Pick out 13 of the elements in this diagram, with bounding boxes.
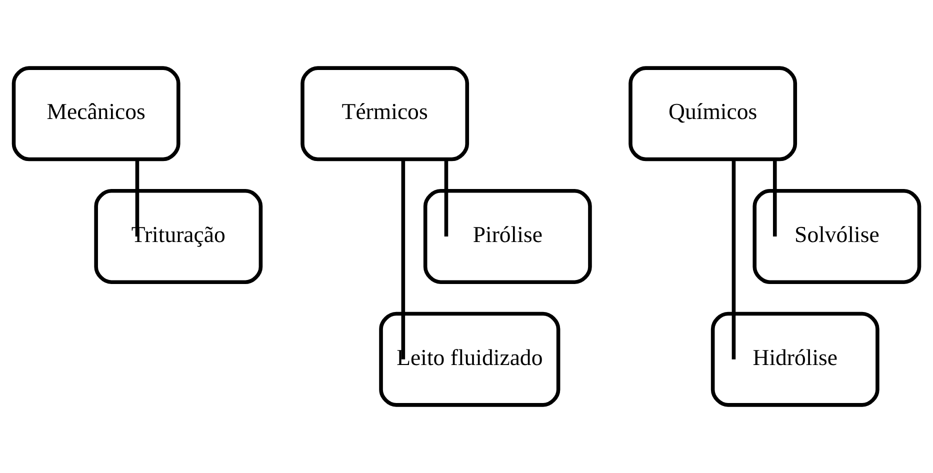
node-box: Solvólise xyxy=(752,189,922,284)
node-box: Trituração xyxy=(94,189,263,284)
connector xyxy=(135,159,140,236)
node-box: Térmicos xyxy=(300,66,470,162)
connector xyxy=(732,159,736,360)
connector xyxy=(401,159,406,360)
node-box: Pirólise xyxy=(423,189,592,284)
node-box: Hidrólise xyxy=(710,312,880,407)
node-box: Leito fluidizado xyxy=(379,312,560,407)
connector xyxy=(772,159,777,236)
connector xyxy=(444,159,448,236)
node-box: Químicos xyxy=(628,66,798,162)
node-box: Mecânicos xyxy=(12,66,180,162)
